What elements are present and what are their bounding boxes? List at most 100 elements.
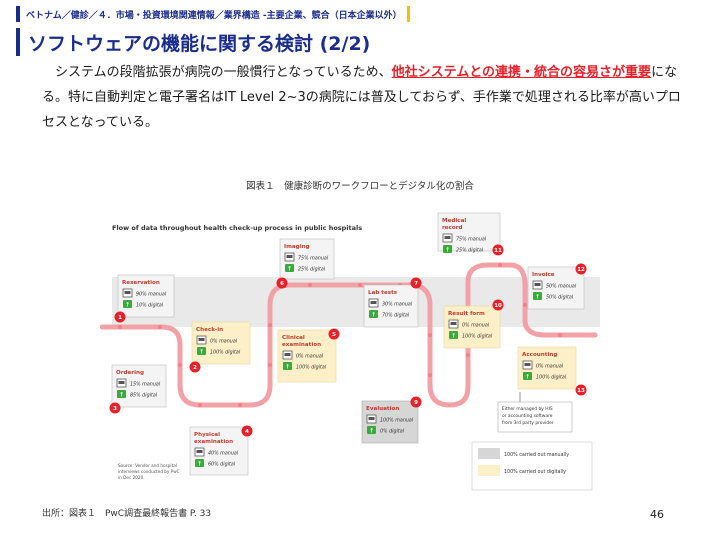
source-note-line3: in Dec 2020. bbox=[118, 475, 145, 480]
upload-icon bbox=[449, 331, 458, 340]
step-manual: 75% manual bbox=[456, 237, 487, 243]
printer-icon bbox=[442, 233, 453, 243]
workflow-diagram: ↑ Flow of data throughout health check-u… bbox=[100, 212, 600, 491]
step-title: Reservation bbox=[122, 280, 160, 286]
step-number-badge bbox=[114, 311, 126, 323]
legend-swatch-manual bbox=[478, 448, 500, 459]
page-number: 46 bbox=[650, 508, 664, 521]
step-title: Medical bbox=[442, 218, 466, 224]
step-number: 3 bbox=[113, 406, 117, 412]
step-digital: 70% digital bbox=[382, 313, 410, 319]
breadcrumb-bar: ベトナム／健診／４．市場・投資環境関連情報／業界構造 -主要企業、競合（日本企業… bbox=[16, 6, 410, 22]
step-title: Result form bbox=[448, 311, 485, 317]
step-number-badge bbox=[575, 263, 587, 275]
upload-icon bbox=[523, 372, 532, 381]
step-title-line2: record bbox=[442, 225, 462, 231]
step-digital: 100% digital bbox=[210, 350, 241, 356]
legend-label-digital: 100% carried out digitally bbox=[504, 469, 566, 475]
step-number: 2 bbox=[193, 365, 197, 371]
step-title: Invoice bbox=[532, 272, 555, 278]
step-title: Accounting bbox=[522, 352, 557, 358]
step-title: Clinical bbox=[282, 335, 305, 341]
step-digital: 100% digital bbox=[296, 365, 327, 371]
flow-path bbox=[100, 262, 598, 408]
body-paragraph: システムの段階拡張が病院の一般慣行となっているため、他社システムとの連携・統合の… bbox=[42, 60, 682, 135]
step-digital: 60% digital bbox=[208, 462, 236, 468]
step-title-line2: examination bbox=[282, 342, 321, 348]
path-dots bbox=[118, 263, 562, 407]
step-digital: 100% digital bbox=[536, 375, 567, 381]
step-number-badge bbox=[241, 425, 253, 437]
title-accent bbox=[16, 28, 20, 56]
step-title-line2: examination bbox=[194, 439, 233, 445]
printer-icon bbox=[532, 280, 543, 290]
legend-label-manual: 100% carried out manually bbox=[504, 452, 569, 458]
step-number-badge bbox=[109, 402, 121, 414]
step-manual: 100% manual bbox=[380, 418, 414, 424]
step-number-badge bbox=[189, 361, 201, 373]
step-number-badge bbox=[328, 328, 340, 340]
upload-icon bbox=[195, 459, 204, 468]
upload-icon bbox=[443, 245, 452, 254]
printer-icon bbox=[196, 335, 207, 345]
step-digital: 50% digital bbox=[546, 295, 574, 301]
step-number: 12 bbox=[577, 267, 585, 273]
step-title: Physical bbox=[194, 432, 220, 438]
printer-icon bbox=[282, 350, 293, 360]
printer-icon bbox=[122, 288, 133, 298]
step-accounting: Accounting 0% manual 100% digital 13 bbox=[517, 346, 587, 396]
step-number: 13 bbox=[577, 388, 585, 394]
step-number: 5 bbox=[332, 332, 336, 338]
legend: 100% carried out manually 100% carried o… bbox=[471, 441, 593, 491]
step-title: Evaluation bbox=[366, 406, 399, 412]
source-note-line1: Source: Vendor and hospital bbox=[118, 463, 177, 468]
printer-icon bbox=[522, 360, 533, 370]
figure-caption: 図表１ 健康診断のワークフローとデジタル化の割合 bbox=[246, 181, 474, 192]
step-manual: 50% manual bbox=[546, 284, 577, 290]
printer-icon bbox=[448, 319, 459, 329]
page-title: ソフトウェアの機能に関する検討 (2/2) bbox=[28, 32, 371, 55]
footer-source: 出所：図表１ PwC調査最終報告書 P. 33 bbox=[42, 509, 212, 519]
printer-icon bbox=[284, 252, 295, 262]
breadcrumb-accent bbox=[16, 6, 20, 22]
step-digital: 0% digital bbox=[380, 429, 405, 435]
step-manual: 0% manual bbox=[536, 364, 564, 370]
step-number-badge bbox=[410, 396, 422, 408]
legend-swatch-digital bbox=[478, 465, 500, 476]
step-digital: 100% digital bbox=[462, 334, 493, 340]
upload-icon bbox=[283, 362, 292, 371]
breadcrumb: ベトナム／健診／４．市場・投資環境関連情報／業界構造 -主要企業、競合（日本企業… bbox=[26, 10, 402, 21]
breadcrumb-end-accent bbox=[406, 6, 410, 22]
source-note-line2: interviews conducted by PwC bbox=[118, 469, 180, 474]
step-check-in: Check-in 0% manual 100% digital 2 bbox=[189, 321, 251, 373]
upload-icon bbox=[533, 292, 542, 301]
printer-icon bbox=[366, 414, 377, 424]
thirdparty-note-line2: or accounting software bbox=[502, 413, 553, 419]
upload-icon bbox=[117, 390, 126, 399]
step-number-badge bbox=[276, 277, 288, 289]
step-manual: 40% manual bbox=[208, 451, 239, 457]
step-manual: 0% manual bbox=[210, 339, 238, 345]
step-number-badge bbox=[575, 384, 587, 396]
step-digital: 85% digital bbox=[130, 393, 158, 399]
step-number: 7 bbox=[414, 281, 418, 287]
step-manual: 15% manual bbox=[130, 382, 161, 388]
step-number-badge bbox=[410, 277, 422, 289]
title-bar: ソフトウェアの機能に関する検討 (2/2) bbox=[16, 28, 370, 56]
step-title: Check-in bbox=[196, 327, 223, 333]
printer-icon bbox=[116, 378, 127, 388]
printer-icon bbox=[194, 447, 205, 457]
body-text-part1: システムの段階拡張が病院の一般慣行となっているため、 bbox=[55, 65, 392, 80]
step-manual: 0% manual bbox=[296, 354, 324, 360]
step-digital: 25% digital bbox=[298, 267, 326, 273]
thirdparty-note-box bbox=[497, 401, 573, 433]
step-manual: 0% manual bbox=[462, 323, 490, 329]
upload-icon bbox=[197, 347, 206, 356]
step-number: 6 bbox=[280, 281, 284, 287]
upload-icon bbox=[369, 310, 378, 319]
